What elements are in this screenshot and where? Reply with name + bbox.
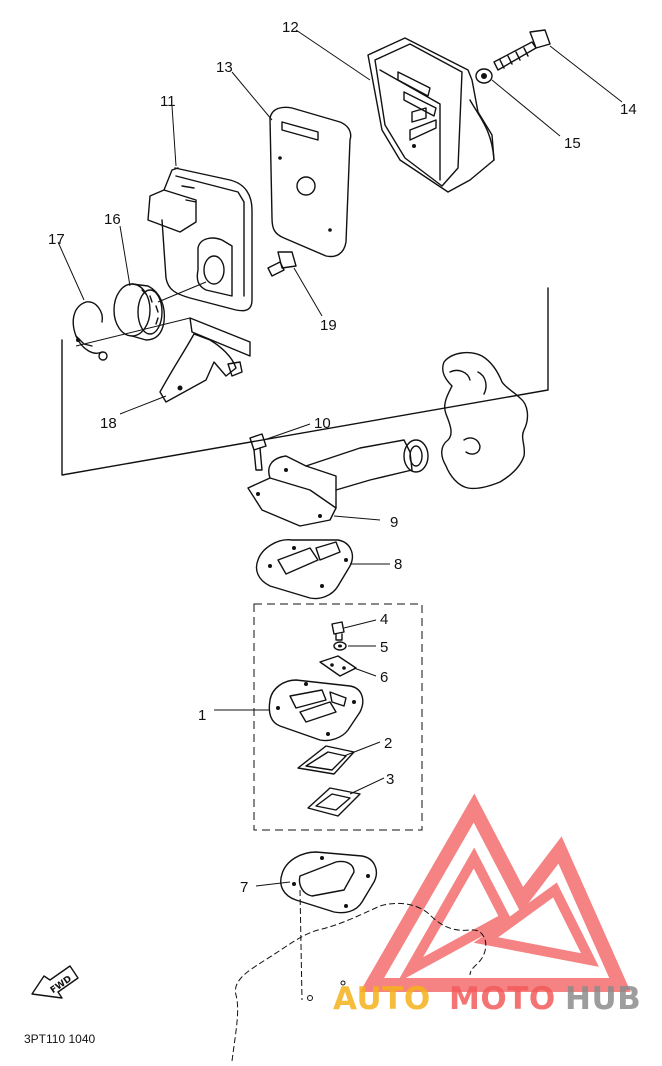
air-cleaner-case [367, 37, 495, 193]
label-part-17: 17 [48, 231, 65, 248]
watermark-logo [359, 793, 631, 992]
gasket-8 [255, 539, 354, 600]
label-part-8: 8 [394, 556, 402, 573]
label-part-11: 11 [160, 93, 176, 110]
bolt-10 [249, 433, 267, 471]
label-part-3: 3 [386, 771, 394, 788]
reed-valve-box [253, 603, 423, 831]
reed-3 [307, 787, 361, 817]
air-cleaner-element [269, 106, 352, 258]
crankcase-outline [231, 889, 487, 1062]
screw-4 [331, 621, 345, 641]
screw-19 [267, 251, 297, 277]
stopper-6 [319, 655, 357, 677]
label-part-19: 19 [320, 317, 337, 334]
joint-16 [113, 283, 166, 341]
intake-manifold-9 [247, 439, 429, 527]
label-part-14: 14 [620, 101, 637, 118]
watermark-brand-hub: HUB [565, 981, 641, 1017]
group-box-upper [61, 287, 549, 476]
carburetor-outline [441, 351, 529, 490]
leader-lines [57, 29, 623, 887]
label-part-10: 10 [314, 415, 331, 432]
forward-direction-arrow: FWD [31, 965, 79, 999]
watermark-brand-moto: MOTO [449, 981, 556, 1017]
reed-valve-1 [268, 679, 364, 742]
label-part-2: 2 [384, 735, 392, 752]
label-part-1: 1 [198, 707, 206, 724]
label-part-5: 5 [380, 639, 388, 656]
figure-code: 3PT110 1040 [24, 1032, 95, 1046]
air-cleaner-cap [147, 167, 253, 312]
label-part-4: 4 [380, 611, 388, 628]
clamp-17 [72, 301, 108, 361]
watermark-text: AUTO MOTO HUB [333, 981, 641, 1017]
bracket-18 [159, 317, 251, 403]
reed-2 [297, 745, 355, 775]
washer-15 [475, 68, 493, 84]
label-part-12: 12 [282, 19, 299, 36]
label-part-9: 9 [390, 514, 398, 531]
label-part-15: 15 [564, 135, 581, 152]
bolt-14 [493, 29, 551, 71]
watermark-brand-auto: AUTO [333, 981, 431, 1017]
label-part-6: 6 [380, 669, 388, 686]
label-part-7: 7 [240, 879, 248, 896]
washer-5 [333, 641, 347, 651]
part-number-labels: 1 2 3 4 5 6 7 8 9 10 11 12 13 14 15 16 1… [48, 19, 637, 896]
label-part-13: 13 [216, 59, 233, 76]
gasket-7 [280, 851, 378, 914]
label-part-16: 16 [104, 211, 121, 228]
label-part-18: 18 [100, 415, 117, 432]
